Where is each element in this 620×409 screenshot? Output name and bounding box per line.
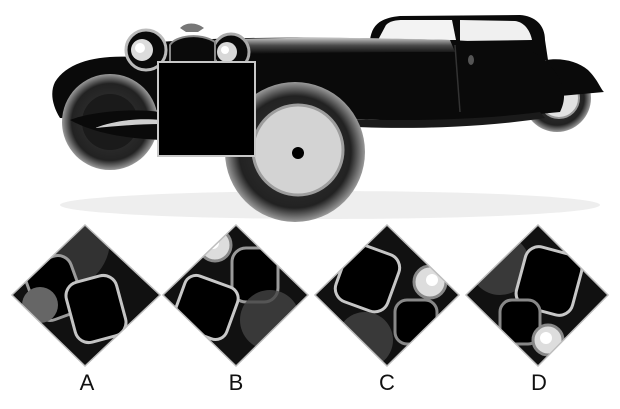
door-line bbox=[454, 44, 461, 113]
option-a-tile[interactable] bbox=[0, 190, 170, 370]
option-c-label: C bbox=[379, 370, 395, 395]
option-c-tile[interactable] bbox=[300, 220, 470, 370]
option-b-label: B bbox=[228, 370, 244, 395]
car-body bbox=[160, 37, 565, 121]
front-wheel-right bbox=[225, 82, 365, 222]
running-board bbox=[330, 112, 545, 128]
rear-window bbox=[460, 20, 532, 41]
radiator-top bbox=[169, 35, 216, 63]
hood-ornament bbox=[180, 23, 204, 32]
fender-highlight bbox=[95, 119, 160, 128]
missing-piece-slot bbox=[157, 61, 256, 157]
door-handle bbox=[468, 55, 474, 65]
vintage-car bbox=[52, 15, 604, 222]
option-b-tile[interactable] bbox=[150, 220, 320, 370]
option-d-label: D bbox=[531, 370, 547, 395]
option-d-tile[interactable] bbox=[455, 220, 620, 370]
option-a-label: A bbox=[79, 370, 95, 395]
front-window bbox=[378, 20, 456, 40]
hood-highlight bbox=[215, 37, 455, 55]
headlamp-left bbox=[124, 28, 168, 72]
